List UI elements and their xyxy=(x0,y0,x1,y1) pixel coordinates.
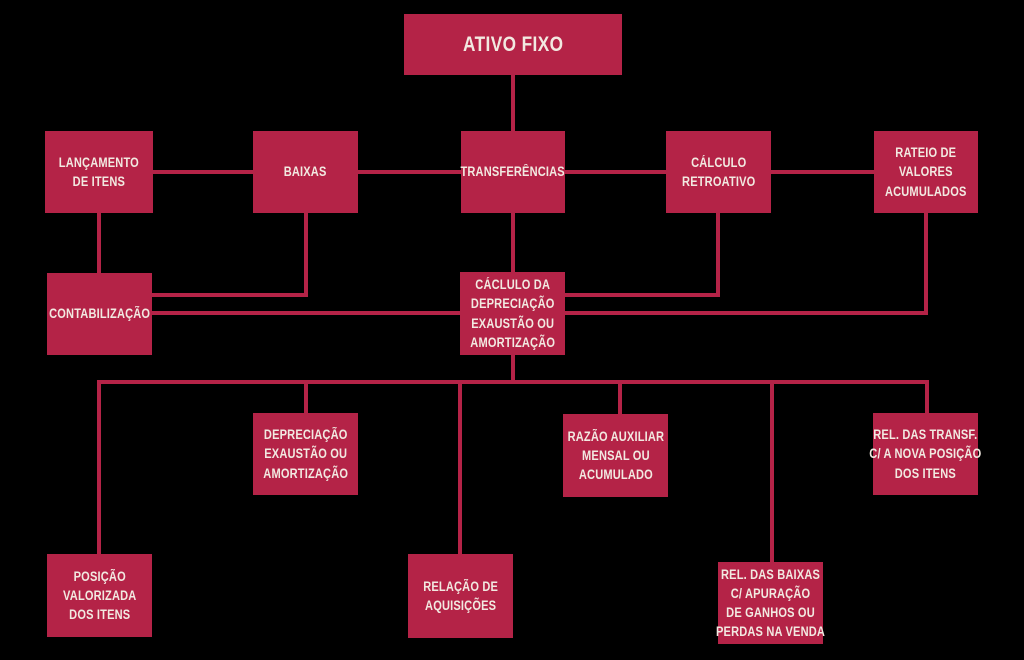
connector-caclulo-to-distribution xyxy=(511,355,515,384)
node-lancamento-de-itens: LANÇAMENTO DE ITENS xyxy=(45,131,153,213)
connector-drop-rel-baixas xyxy=(770,380,774,562)
node-razao-auxiliar: RAZÃO AUXILIAR MENSAL OU ACUMULADO xyxy=(563,414,668,497)
node-calculo-retroativo-label: CÁLCULO RETROATIVO xyxy=(681,154,756,189)
connector-rateio-down xyxy=(924,213,928,315)
connector-calculo-retroativo-to-caclulo xyxy=(565,293,720,297)
node-ativo-fixo: ATIVO FIXO xyxy=(404,14,622,75)
node-ativo-fixo-label: ATIVO FIXO xyxy=(462,32,564,56)
connector-transferencias-to-caclulo xyxy=(511,213,515,272)
node-relacao-aquisicoes: RELAÇÃO DE AQUISIÇÕES xyxy=(408,554,513,638)
node-rel-transf: REL. DAS TRANSF. C/ A NOVA POSIÇÃO DOS I… xyxy=(869,413,981,495)
node-rel-baixas-label: REL. DAS BAIXAS C/ APURAÇÃO DE GANHOS OU… xyxy=(715,566,826,640)
connector-transferencias-calculo-retroativo xyxy=(565,170,666,174)
connector-drop-depreciacao xyxy=(304,380,308,415)
node-caclulo-depreciacao-label: CÁCLULO DA DEPRECIAÇÃO EXAUSTÃO OU AMORT… xyxy=(470,277,555,350)
node-razao-auxiliar-label: RAZÃO AUXILIAR MENSAL OU ACUMULADO xyxy=(567,428,664,483)
connector-baixas-down xyxy=(304,213,308,297)
node-caclulo-depreciacao: CÁCLULO DA DEPRECIAÇÃO EXAUSTÃO OU AMORT… xyxy=(460,272,565,355)
connector-calculo-retroativo-down xyxy=(716,213,720,297)
node-calculo-retroativo: CÁLCULO RETROATIVO xyxy=(666,131,771,213)
node-depreciacao-exaustao-label: DEPRECIAÇÃO EXAUSTÃO OU AMORTIZAÇÃO xyxy=(263,427,348,481)
node-transferencias-label: TRANSFERÊNCIAS xyxy=(460,164,566,180)
node-baixas-label: BAIXAS xyxy=(284,164,327,180)
node-depreciacao-exaustao: DEPRECIAÇÃO EXAUSTÃO OU AMORTIZAÇÃO xyxy=(253,413,358,495)
node-baixas: BAIXAS xyxy=(253,131,358,213)
connector-baixas-transferencias xyxy=(358,170,461,174)
node-lancamento-de-itens-label: LANÇAMENTO DE ITENS xyxy=(58,154,140,189)
connector-lancamento-baixas xyxy=(153,170,253,174)
connector-ativo-to-transferencias xyxy=(511,74,515,131)
node-rateio-valores: RATEIO DE VALORES ACUMULADOS xyxy=(874,131,978,213)
connector-calculo-retroativo-rateio xyxy=(771,170,874,174)
node-posicao-valorizada-label: POSIÇÃO VALORIZADA DOS ITENS xyxy=(62,568,137,623)
connector-drop-rel-transf xyxy=(925,380,929,415)
connector-distribution-line xyxy=(97,380,929,384)
node-transferencias: TRANSFERÊNCIAS xyxy=(461,131,565,213)
connector-drop-razao-auxiliar xyxy=(618,380,622,416)
connector-lancamento-to-contabilizacao xyxy=(97,213,101,273)
node-rateio-valores-label: RATEIO DE VALORES ACUMULADOS xyxy=(885,145,967,199)
connector-baixas-to-contabilizacao xyxy=(152,293,308,297)
connector-drop-posicao xyxy=(97,380,101,554)
node-posicao-valorizada: POSIÇÃO VALORIZADA DOS ITENS xyxy=(47,554,152,637)
node-relacao-aquisicoes-label: RELAÇÃO DE AQUISIÇÕES xyxy=(423,578,498,613)
node-rel-baixas: REL. DAS BAIXAS C/ APURAÇÃO DE GANHOS OU… xyxy=(715,562,826,644)
node-contabilizacao-label: CONTABILIZAÇÃO xyxy=(48,306,151,322)
connector-drop-relacao-aquisicoes xyxy=(458,380,462,554)
node-rel-transf-label: REL. DAS TRANSF. C/ A NOVA POSIÇÃO DOS I… xyxy=(869,427,982,481)
node-contabilizacao: CONTABILIZAÇÃO xyxy=(47,273,152,355)
